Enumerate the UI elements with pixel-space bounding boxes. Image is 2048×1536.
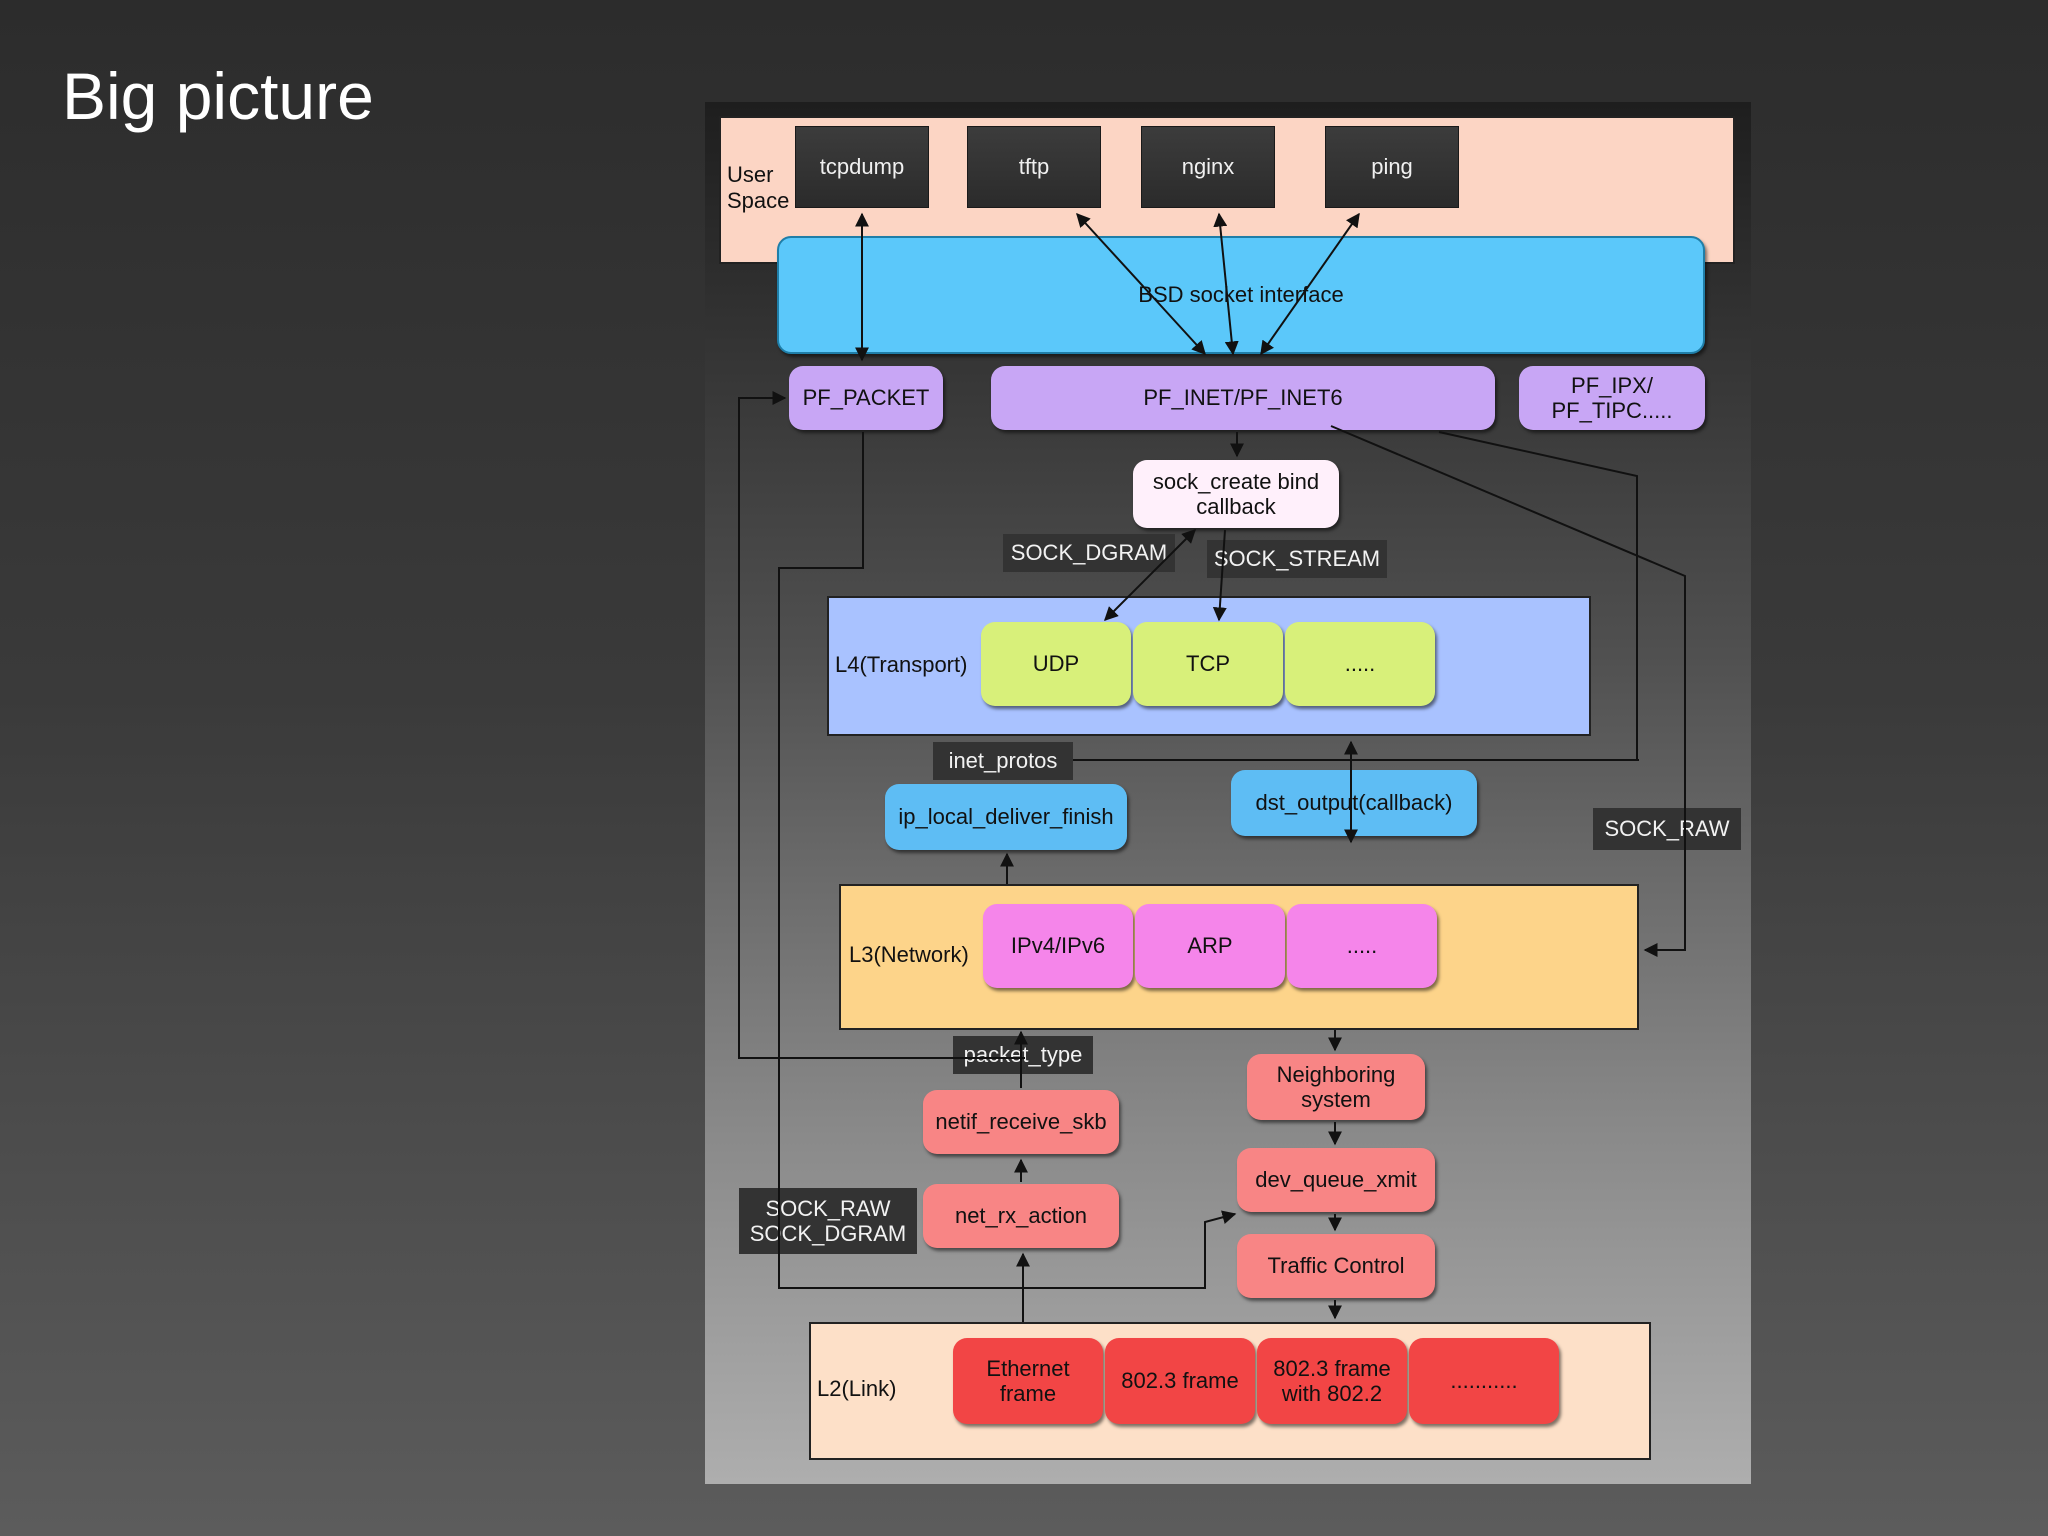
bsd-socket-interface: BSD socket interface	[777, 236, 1705, 354]
l4-more: .....	[1285, 622, 1435, 706]
netif-receive-skb-box: netif_receive_skb	[923, 1090, 1119, 1154]
app-tcpdump: tcpdump	[795, 126, 929, 208]
user-space-label: User Space	[727, 162, 790, 214]
packet-type-tag: packet_type	[953, 1036, 1093, 1074]
l4-tcp: TCP	[1133, 622, 1283, 706]
l3-ipv4-ipv6: IPv4/IPv6	[983, 904, 1133, 988]
sock-create-box: sock_create bind callback	[1133, 460, 1339, 528]
dst-output-box: dst_output(callback)	[1231, 770, 1477, 836]
sock-raw-tag: SOCK_RAW	[1593, 808, 1741, 850]
traffic-control-box: Traffic Control	[1237, 1234, 1435, 1298]
app-tftp: tftp	[967, 126, 1101, 208]
ip-local-deliver-box: ip_local_deliver_finish	[885, 784, 1127, 850]
l4-udp: UDP	[981, 622, 1131, 706]
l2-8023-frame: 802.3 frame	[1105, 1338, 1255, 1424]
net-rx-action-box: net_rx_action	[923, 1184, 1119, 1248]
pf-packet-box: PF_PACKET	[789, 366, 943, 430]
sock-stream-tag: SOCK_STREAM	[1207, 540, 1387, 578]
l2-8023-frame-8022: 802.3 frame with 802.2	[1257, 1338, 1407, 1424]
l2-label: L2(Link)	[817, 1376, 897, 1401]
neighboring-system-box: Neighboring system	[1247, 1054, 1425, 1120]
l3-more: .....	[1287, 904, 1437, 988]
inet-protos-tag: inet_protos	[933, 742, 1073, 780]
network-stack-diagram: User Space tcpdump tftp nginx ping BSD s…	[705, 102, 1751, 1484]
sock-dgram-tag: SOCK_DGRAM	[1003, 534, 1175, 572]
app-nginx: nginx	[1141, 126, 1275, 208]
slide-title: Big picture	[62, 59, 374, 133]
pf-inet-box: PF_INET/PF_INET6	[991, 366, 1495, 430]
l4-label: L4(Transport)	[835, 652, 968, 677]
app-ping: ping	[1325, 126, 1459, 208]
l3-label: L3(Network)	[849, 942, 969, 967]
sock-raw-dgram-tag: SOCK_RAW SOCK_DGRAM	[739, 1188, 917, 1254]
l2-more: ...........	[1409, 1338, 1559, 1424]
l3-arp: ARP	[1135, 904, 1285, 988]
dev-queue-xmit-box: dev_queue_xmit	[1237, 1148, 1435, 1212]
pf-other-box: PF_IPX/ PF_TIPC.....	[1519, 366, 1705, 430]
l2-ethernet-frame: Ethernet frame	[953, 1338, 1103, 1424]
